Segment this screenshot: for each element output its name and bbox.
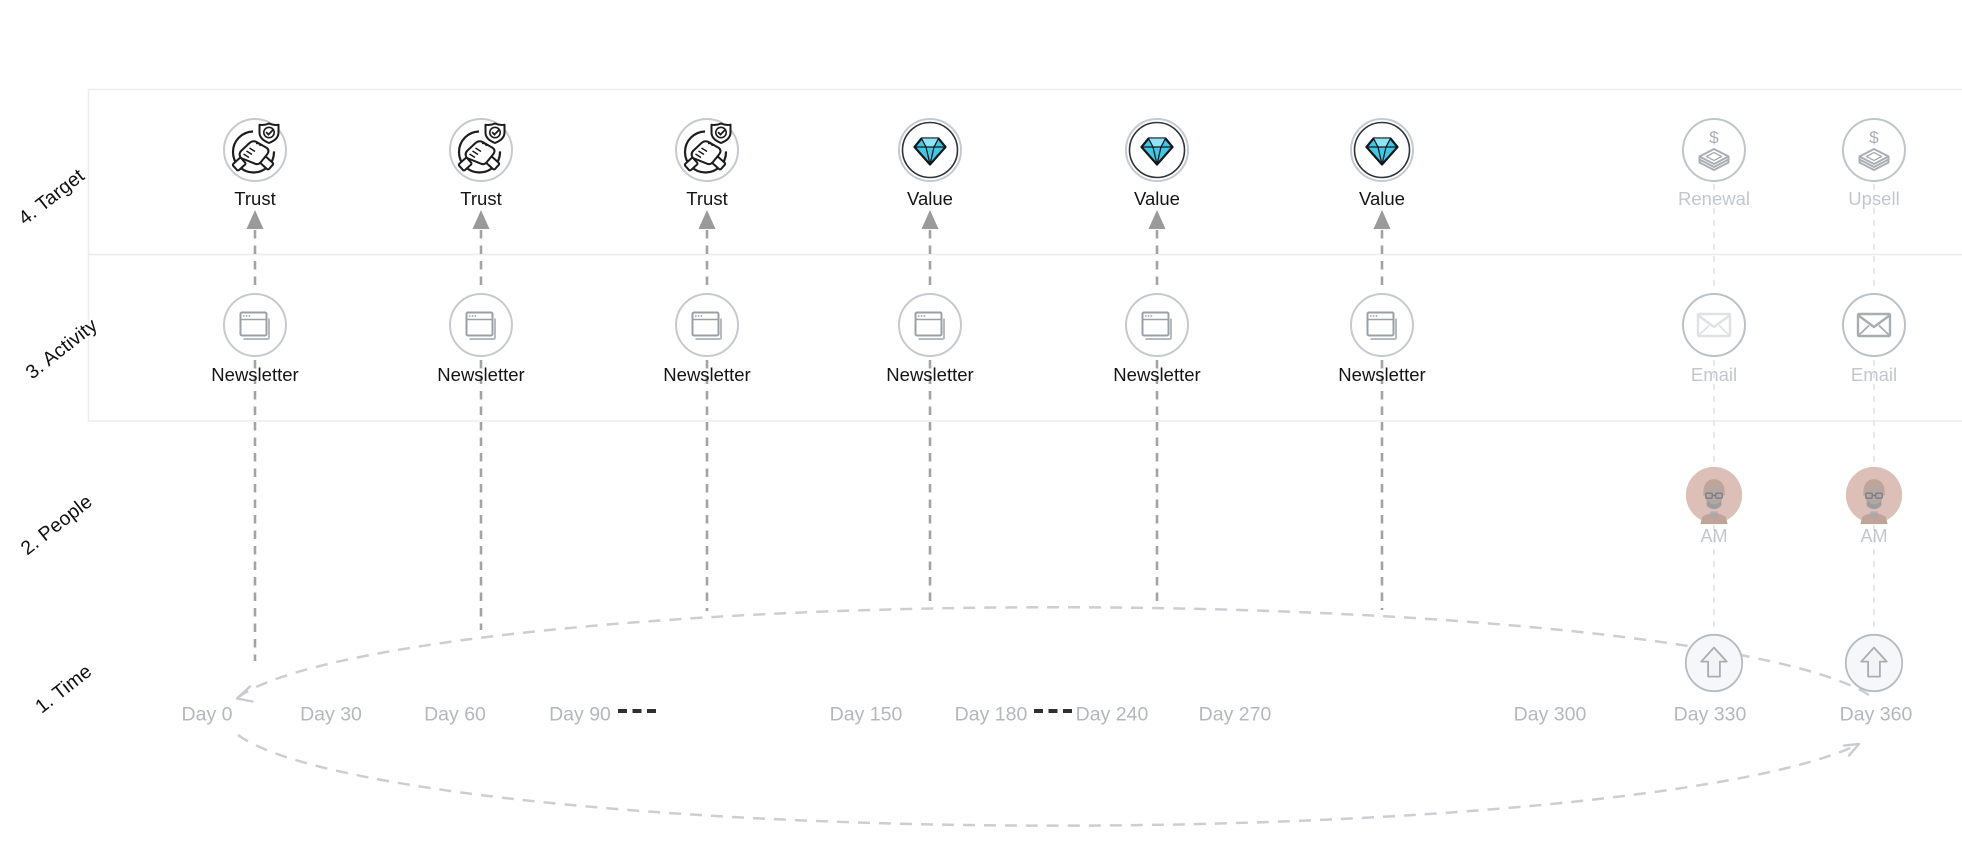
target-label: Renewal bbox=[1678, 188, 1750, 209]
timeline-label: Day 330 bbox=[1673, 703, 1747, 726]
activity-label: Newsletter bbox=[437, 364, 525, 385]
target-node-value bbox=[1124, 117, 1190, 183]
timeline-label: Day 60 bbox=[424, 703, 486, 726]
target-label: Trust bbox=[460, 188, 502, 209]
browser-window-icon bbox=[222, 292, 288, 358]
target-label: Upsell bbox=[1848, 188, 1900, 209]
timeline-label: Day 150 bbox=[829, 703, 903, 726]
up-arrow-icon bbox=[1684, 633, 1744, 693]
activity-node-email bbox=[1841, 292, 1907, 358]
target-node-value bbox=[1349, 117, 1415, 183]
activity-label: Newsletter bbox=[663, 364, 751, 385]
person-label: AM bbox=[1860, 526, 1888, 546]
target-node-value bbox=[897, 117, 963, 183]
target-node-upsell bbox=[1841, 117, 1907, 183]
activity-label: Newsletter bbox=[886, 364, 974, 385]
browser-window-icon bbox=[448, 292, 514, 358]
timeline-label: Day 30 bbox=[300, 703, 362, 726]
target-label: Value bbox=[1359, 188, 1405, 209]
target-label: Trust bbox=[234, 188, 276, 209]
envelope-icon bbox=[1841, 292, 1907, 358]
activity-label: Email bbox=[1690, 364, 1738, 385]
handshake-shield-icon bbox=[222, 117, 288, 183]
person-node-am bbox=[1844, 465, 1904, 525]
target-label: Trust bbox=[686, 188, 728, 209]
faded-column-connectors bbox=[1713, 184, 1875, 632]
activity-label: Email bbox=[1850, 364, 1898, 385]
lane-boxes bbox=[87, 88, 1962, 422]
activity-node-newsletter bbox=[674, 292, 740, 358]
target-node-renewal bbox=[1681, 117, 1747, 183]
activity-node-email bbox=[1681, 292, 1747, 358]
handshake-shield-icon bbox=[448, 117, 514, 183]
account-manager-avatar bbox=[1844, 465, 1904, 525]
activity-label: Newsletter bbox=[1338, 364, 1426, 385]
browser-window-icon bbox=[1349, 292, 1415, 358]
timeline-label: Day 300 bbox=[1513, 703, 1587, 726]
activity-label: Newsletter bbox=[211, 364, 299, 385]
person-label: AM bbox=[1700, 526, 1728, 546]
gem-icon bbox=[1349, 117, 1415, 183]
account-manager-avatar bbox=[1684, 465, 1744, 525]
target-label: Value bbox=[907, 188, 953, 209]
handshake-shield-icon bbox=[674, 117, 740, 183]
activity-node-newsletter bbox=[1124, 292, 1190, 358]
timeline-label: Day 240 bbox=[1075, 703, 1149, 726]
activity-node-newsletter bbox=[448, 292, 514, 358]
time-marker-node bbox=[1844, 633, 1904, 693]
timeline-label: Day 180 bbox=[954, 703, 1028, 726]
target-label: Value bbox=[1134, 188, 1180, 209]
up-arrowheads bbox=[246, 210, 1391, 229]
up-arrow-icon bbox=[1844, 633, 1904, 693]
gem-icon bbox=[1124, 117, 1190, 183]
gem-icon bbox=[897, 117, 963, 183]
money-stack-icon bbox=[1681, 117, 1747, 183]
activity-node-newsletter bbox=[222, 292, 288, 358]
envelope-icon bbox=[1681, 292, 1747, 358]
activity-node-newsletter bbox=[1349, 292, 1415, 358]
browser-window-icon bbox=[897, 292, 963, 358]
timeline-label: Day 360 bbox=[1839, 703, 1913, 726]
target-node-trust bbox=[448, 117, 514, 183]
activity-to-target-connectors bbox=[253, 230, 1384, 661]
activity-label: Newsletter bbox=[1113, 364, 1201, 385]
timeline-label: Day 270 bbox=[1198, 703, 1272, 726]
timeline-label: Day 0 bbox=[181, 703, 233, 726]
browser-window-icon bbox=[674, 292, 740, 358]
person-node-am bbox=[1684, 465, 1744, 525]
target-node-trust bbox=[674, 117, 740, 183]
activity-node-newsletter bbox=[897, 292, 963, 358]
time-marker-node bbox=[1684, 633, 1744, 693]
timeline-label: Day 90 bbox=[549, 703, 611, 726]
browser-window-icon bbox=[1124, 292, 1190, 358]
money-stack-icon bbox=[1841, 117, 1907, 183]
cycle-arrowheads bbox=[235, 685, 1861, 757]
target-node-trust bbox=[222, 117, 288, 183]
